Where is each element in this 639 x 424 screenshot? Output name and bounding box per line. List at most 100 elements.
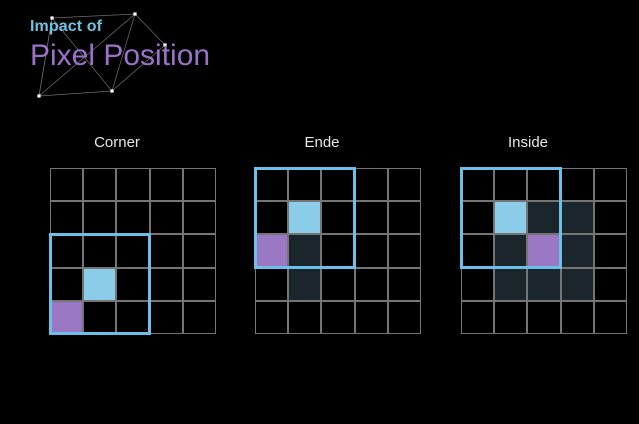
graph-node xyxy=(50,16,54,20)
grid-cell[interactable] xyxy=(593,201,627,235)
graph-edge xyxy=(111,13,136,92)
grid-cell[interactable] xyxy=(182,267,216,301)
grid-cell[interactable] xyxy=(288,267,322,301)
grid-cell[interactable] xyxy=(288,300,322,334)
panel-inside: Inside xyxy=(428,133,628,348)
grid-cell[interactable] xyxy=(50,300,84,334)
grid-cell[interactable] xyxy=(387,234,421,268)
grid-cell[interactable] xyxy=(182,168,216,202)
grid-cell[interactable] xyxy=(116,201,150,235)
grid-cell[interactable] xyxy=(494,168,528,202)
grid-cell[interactable] xyxy=(149,234,183,268)
grid-cell[interactable] xyxy=(593,168,627,202)
grid-cell[interactable] xyxy=(83,201,117,235)
grid-cell[interactable] xyxy=(494,267,528,301)
grid-cell[interactable] xyxy=(560,267,594,301)
page-title: Pixel Position xyxy=(30,39,211,72)
network-graph-decoration-icon xyxy=(37,12,167,98)
panel-corner: Corner xyxy=(17,133,217,348)
grid-cell[interactable] xyxy=(321,300,355,334)
grid-cell[interactable] xyxy=(461,234,495,268)
grid-cell[interactable] xyxy=(387,168,421,202)
grid-cell[interactable] xyxy=(182,300,216,334)
grid-cell[interactable] xyxy=(83,267,117,301)
grid-cell[interactable] xyxy=(461,168,495,202)
grid-cell[interactable] xyxy=(255,168,289,202)
grid-cell[interactable] xyxy=(149,201,183,235)
grid-cell[interactable] xyxy=(560,234,594,268)
heatmap-panels: Corner Ende Inside xyxy=(0,133,639,348)
grid-cells xyxy=(461,168,627,334)
grid-cell[interactable] xyxy=(387,201,421,235)
grid-cell[interactable] xyxy=(182,234,216,268)
grid xyxy=(460,167,627,334)
grid-cell[interactable] xyxy=(387,267,421,301)
grid-cell[interactable] xyxy=(50,201,84,235)
graph-node xyxy=(37,94,41,98)
grid-cell[interactable] xyxy=(494,234,528,268)
grid-cell[interactable] xyxy=(50,168,84,202)
grid-cell[interactable] xyxy=(593,300,627,334)
grid-cell[interactable] xyxy=(255,234,289,268)
graph-edge xyxy=(38,13,136,97)
panel-ende: Ende xyxy=(222,133,422,348)
grid-cell[interactable] xyxy=(83,168,117,202)
grid-cell[interactable] xyxy=(354,267,388,301)
graph-edge xyxy=(134,13,166,46)
grid-cell[interactable] xyxy=(50,234,84,268)
grid-cell[interactable] xyxy=(354,201,388,235)
grid-cell[interactable] xyxy=(83,234,117,268)
grid-cell[interactable] xyxy=(494,300,528,334)
title-text-wrap: Impact of Pixel Position xyxy=(30,18,260,74)
grid-cell[interactable] xyxy=(560,300,594,334)
grid-cell[interactable] xyxy=(321,234,355,268)
grid xyxy=(254,167,421,334)
grid-cell[interactable] xyxy=(461,300,495,334)
grid-cell[interactable] xyxy=(255,267,289,301)
grid-cell[interactable] xyxy=(321,168,355,202)
grid-cell[interactable] xyxy=(527,168,561,202)
grid-cell[interactable] xyxy=(182,201,216,235)
grid-cell[interactable] xyxy=(527,234,561,268)
panel-label: Corner xyxy=(94,134,140,151)
grid-cell[interactable] xyxy=(149,300,183,334)
grid-cell[interactable] xyxy=(321,267,355,301)
graph-edge xyxy=(51,17,113,92)
grid-cell[interactable] xyxy=(288,234,322,268)
grid-cell[interactable] xyxy=(116,300,150,334)
grid-cell[interactable] xyxy=(560,201,594,235)
grid-cell[interactable] xyxy=(354,300,388,334)
grid-cell[interactable] xyxy=(461,267,495,301)
grid-cell[interactable] xyxy=(560,168,594,202)
grid-cell[interactable] xyxy=(494,201,528,235)
grid-cell[interactable] xyxy=(149,267,183,301)
title-block: Impact of Pixel Position xyxy=(0,0,260,110)
graph-edge xyxy=(111,44,166,92)
grid-cell[interactable] xyxy=(527,267,561,301)
grid-cell[interactable] xyxy=(593,267,627,301)
panel-label: Ende xyxy=(304,134,340,151)
grid-cell[interactable] xyxy=(255,300,289,334)
grid-cells xyxy=(50,168,216,334)
grid-cell[interactable] xyxy=(255,201,289,235)
grid-cell[interactable] xyxy=(288,168,322,202)
grid-cell[interactable] xyxy=(527,201,561,235)
grid-cell[interactable] xyxy=(461,201,495,235)
title-kicker: Impact of xyxy=(30,18,103,35)
grid-cell[interactable] xyxy=(354,168,388,202)
grid-cell[interactable] xyxy=(116,168,150,202)
grid-cell[interactable] xyxy=(288,201,322,235)
graph-node xyxy=(133,12,137,16)
grid-cell[interactable] xyxy=(593,234,627,268)
grid-cell[interactable] xyxy=(149,168,183,202)
grid-cell[interactable] xyxy=(50,267,84,301)
grid-cell[interactable] xyxy=(354,234,388,268)
grid-cell[interactable] xyxy=(83,300,117,334)
grid-cell[interactable] xyxy=(116,234,150,268)
panel-label: Inside xyxy=(507,134,549,151)
grid-cell[interactable] xyxy=(321,201,355,235)
graph-edge xyxy=(38,17,53,97)
grid-cell[interactable] xyxy=(116,267,150,301)
grid-cell[interactable] xyxy=(527,300,561,334)
grid-cell[interactable] xyxy=(387,300,421,334)
